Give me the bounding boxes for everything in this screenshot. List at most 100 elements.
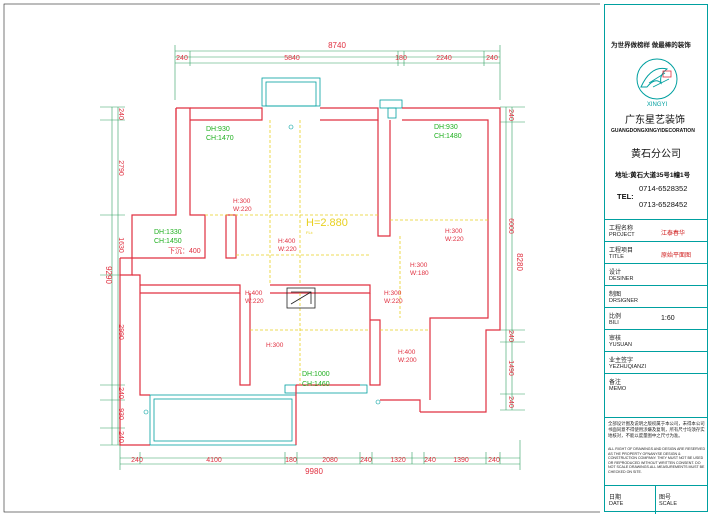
notice-en: ALL RIGHT OF DRAWINGS AND DESIGN ARE RES… <box>608 447 706 474</box>
dim-right-1: 6000 <box>507 218 514 234</box>
floor-height-sub: FL± <box>306 230 314 235</box>
address: 地址:黄石大道35号1幢1号 <box>615 172 691 179</box>
row-label: 备注 <box>609 380 622 386</box>
room-top-left-dh: DH:930 <box>206 126 230 133</box>
row-date-scale: 日期 DATE 图号 SCALE <box>605 485 707 514</box>
row-sub: PROJECT <box>609 232 635 238</box>
row-sub: BILI <box>609 320 619 326</box>
row-review: 审核 YUSUAN <box>605 329 707 351</box>
door-2-w: W:220 <box>445 236 464 243</box>
row-sub: TITLE <box>609 254 624 260</box>
door-3-w: W:180 <box>410 270 429 277</box>
drain-icon <box>375 399 381 405</box>
dim-left-1: 2790 <box>117 160 124 176</box>
dim-bottom-7: 1390 <box>453 457 469 464</box>
room-top-left-ch: CH:1470 <box>206 135 234 142</box>
row-label: 工程项目 <box>609 248 634 254</box>
door-7-w: W:200 <box>398 357 417 364</box>
logo-text: XINGYI <box>647 102 668 108</box>
room-top-right-ch: CH:1480 <box>434 133 462 140</box>
dim-bottom-2: 180 <box>285 457 297 464</box>
dim-bottom-4: 240 <box>360 457 372 464</box>
kitchen-fixture <box>286 287 316 309</box>
dim-left-0: 240 <box>117 108 124 120</box>
row-designer: 设计 DESINER <box>605 263 707 285</box>
row-label: 工程名称 <box>609 226 634 232</box>
tel-label: TEL: <box>617 192 634 201</box>
slogan: 为世界做榜样 做最棒的装饰 <box>611 42 691 49</box>
dim-right-4: 240 <box>507 396 514 408</box>
tel-2: 0713-6528452 <box>639 200 688 209</box>
room-bottom-mid-dh: DH:1000 <box>302 371 330 378</box>
dim-bottom-8: 240 <box>488 457 500 464</box>
room-left-mid-note: 下沉：400 <box>168 247 201 255</box>
row-label: 业主签字 <box>609 358 634 364</box>
drain-icon <box>143 409 149 415</box>
dim-left-2: 1630 <box>117 237 124 253</box>
dim-right-0: 240 <box>507 109 514 121</box>
dim-bottom-5: 1320 <box>390 457 406 464</box>
dim-bottom-3: 2080 <box>322 457 338 464</box>
door-5-w: W:220 <box>384 298 403 305</box>
copyright-notice: 全部设计图及说明之版权属于本公司，未得本公司书面同意不得使用涉嫌及复制，所有尺寸… <box>605 417 707 485</box>
dim-top-4: 240 <box>486 55 498 62</box>
door-7-h: H:400 <box>398 349 416 356</box>
company-logo: XINGYI <box>636 58 678 108</box>
room-left-mid-ch: CH:1450 <box>154 238 182 245</box>
dim-bottom-0: 240 <box>131 457 143 464</box>
bottom-dimensions <box>119 440 521 470</box>
dim-right-total: 8280 <box>515 253 524 271</box>
room-top-right-dh: DH:930 <box>434 124 458 131</box>
dim-bottom-1: 4100 <box>206 457 222 464</box>
door-6-h: H:300 <box>266 342 284 349</box>
date-sub: DATE <box>609 501 624 507</box>
row-value: 原始平面图 <box>661 253 692 259</box>
tel-1: 0714-6528352 <box>639 184 688 193</box>
row-label: 比例 <box>609 314 622 320</box>
title-block: 为世界做榜样 做最棒的装饰 XINGYI 广东星艺装饰 GUANGDONGXIN… <box>604 4 708 514</box>
dim-right-2: 240 <box>507 330 514 342</box>
windows <box>149 77 403 446</box>
door-lines <box>205 120 488 385</box>
dim-top-total: 8740 <box>328 41 346 50</box>
right-dimensions <box>500 106 525 411</box>
door-0-h: H:300 <box>233 198 251 205</box>
notice-cn: 全部设计图及说明之版权属于本公司，未得本公司书面同意不得使用涉嫌及复制，所有尺寸… <box>608 421 705 438</box>
row-owner-sign: 业主签字 YEZHUQIANZI <box>605 351 707 373</box>
row-label: 制图 <box>609 292 622 298</box>
row-scale: 比例 BILI 1:60 <box>605 307 707 329</box>
drain-icon <box>288 124 294 130</box>
door-4-w: W:220 <box>245 298 264 305</box>
date-label: 日期 <box>609 495 622 501</box>
scale-label: 图号 <box>659 495 672 501</box>
row-label: 设计 <box>609 270 622 276</box>
dim-top-2: 180 <box>395 55 407 62</box>
dim-right-3: 1490 <box>507 360 514 376</box>
row-sub: DRSIGNER <box>609 298 639 304</box>
top-dimensions <box>174 45 501 100</box>
branch-name: 黄石分公司 <box>631 149 681 160</box>
company-name: 广东星艺装饰 <box>625 115 685 126</box>
row-sub: MEMO <box>609 386 627 392</box>
walls <box>119 107 501 446</box>
row-drafter: 制图 DRSIGNER <box>605 285 707 307</box>
dim-top-3: 2240 <box>436 55 452 62</box>
room-left-mid-dh: DH:1330 <box>154 229 182 236</box>
door-3-h: H:300 <box>410 262 428 269</box>
company-name-en: GUANGDONGXINGYIDECORATION <box>611 128 695 134</box>
floor-height: H=2.880 <box>306 217 348 229</box>
door-2-h: H:300 <box>445 228 463 235</box>
row-memo: 备注 MEMO <box>605 373 707 417</box>
dim-top-0: 240 <box>176 55 188 62</box>
door-1-w: W:220 <box>278 246 297 253</box>
row-value: 1:60 <box>661 315 675 322</box>
scale-sub: SCALE <box>659 501 678 507</box>
row-label: 审核 <box>609 336 622 342</box>
floor-plan: 8740 240 5840 180 2240 240 240 4100 180 … <box>3 3 600 513</box>
dim-top-1: 5840 <box>284 55 300 62</box>
left-dimensions <box>100 106 125 446</box>
row-project: 工程名称 PROJECT 江泰春华 <box>605 219 707 241</box>
dim-left-total: 9290 <box>104 266 113 284</box>
door-4-h: H:400 <box>245 290 263 297</box>
row-sub: YEZHUQIANZI <box>609 364 646 370</box>
